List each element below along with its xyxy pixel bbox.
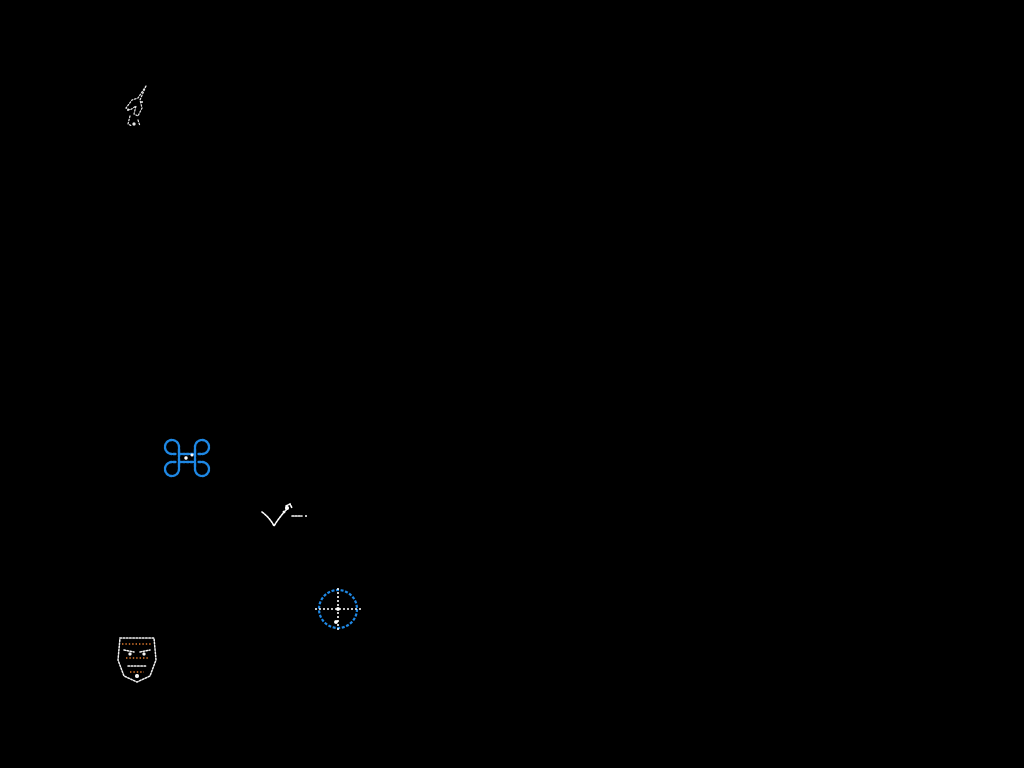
crosshair-target-icon — [315, 588, 361, 630]
rocket-ship-icon — [125, 85, 147, 127]
alien-invader-icon — [117, 637, 157, 683]
bird-icon — [261, 502, 307, 528]
command-key-icon — [163, 438, 211, 478]
